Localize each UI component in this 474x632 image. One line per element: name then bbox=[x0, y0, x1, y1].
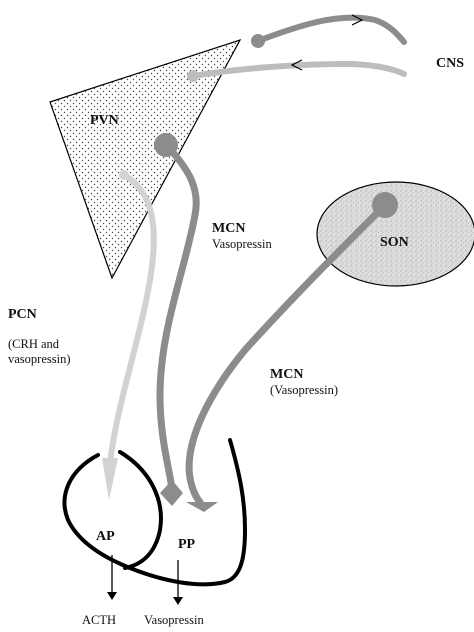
label-pcn-sub-1: (CRH and bbox=[8, 337, 60, 351]
pcn-soma bbox=[119, 170, 129, 180]
label-son: SON bbox=[380, 235, 409, 250]
label-mcn-lower-sub: (Vasopressin) bbox=[270, 383, 338, 397]
label-cns: CNS bbox=[436, 56, 464, 71]
label-vasopressin-out: Vasopressin bbox=[144, 613, 204, 627]
label-mcn-upper-sub: Vasopressin bbox=[212, 237, 272, 251]
label-ap: AP bbox=[96, 529, 115, 544]
label-acth: ACTH bbox=[82, 613, 116, 627]
vasopressin-arrow-icon bbox=[173, 597, 183, 605]
mcn-son-terminal-icon bbox=[186, 502, 218, 512]
label-pcn: PCN bbox=[8, 307, 37, 322]
mcn-son-soma bbox=[372, 192, 398, 218]
pituitary-outline bbox=[65, 440, 245, 584]
label-pp: PP bbox=[178, 537, 196, 552]
mcn-pvn-terminal-icon bbox=[160, 480, 183, 506]
label-mcn-lower: MCN bbox=[270, 367, 303, 382]
acth-arrow-icon bbox=[107, 592, 117, 600]
label-mcn-upper: MCN bbox=[212, 221, 245, 236]
cns-fiber-upper bbox=[258, 18, 404, 42]
label-pcn-sub-2: vasopressin) bbox=[8, 352, 71, 366]
label-pvn: PVN bbox=[90, 113, 119, 128]
pcn-arrowhead-icon bbox=[102, 458, 118, 500]
pituitary-divider bbox=[120, 452, 161, 568]
cns-fiber-upper-soma bbox=[251, 34, 265, 48]
mcn-pvn-soma bbox=[154, 133, 178, 157]
cns-fiber-lower-soma bbox=[187, 70, 199, 82]
